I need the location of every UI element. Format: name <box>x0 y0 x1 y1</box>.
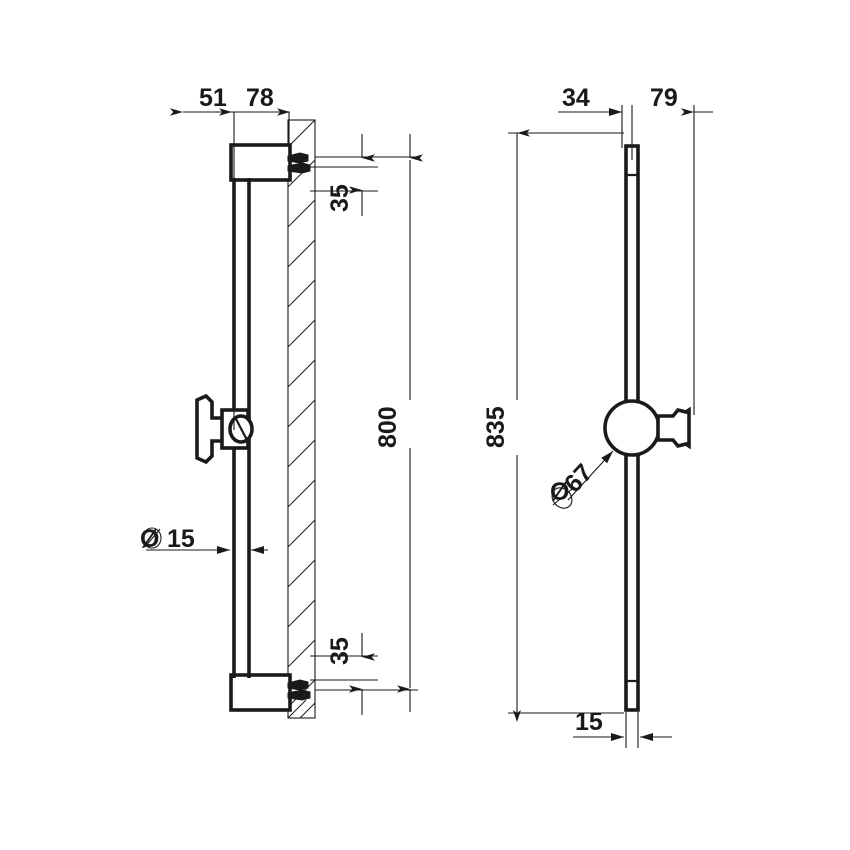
dimension-34-label: 34 <box>562 84 590 112</box>
top-mounting-bracket <box>229 143 292 182</box>
dimension-51: 51 <box>170 84 248 430</box>
dimension-835: 835 <box>482 129 624 722</box>
dimension-800-label: 800 <box>374 406 402 448</box>
slider-holder-front <box>603 399 691 457</box>
wall-section <box>287 119 316 719</box>
dimension-79: 79 <box>631 84 713 415</box>
dimension-35-bottom: 35 <box>310 633 378 715</box>
dimension-35-bottom-label: 35 <box>326 637 354 665</box>
side-section-view: 51 78 35 <box>142 84 423 719</box>
dimension-78: 78 <box>219 84 290 148</box>
top-wall-anchor <box>287 152 311 174</box>
dimension-835-label: 835 <box>482 406 510 448</box>
dimension-79-label: 79 <box>650 84 678 112</box>
slider-holder-side <box>195 393 254 465</box>
front-elevation-view: 34 79 835 6 <box>482 84 713 748</box>
dimension-800: 800 <box>372 134 423 712</box>
dimension-15-label: 15 <box>167 525 195 553</box>
diameter-symbol-15: Ø <box>140 525 159 553</box>
dimension-78-label: 78 <box>246 84 274 112</box>
bottom-mounting-bracket <box>229 673 292 712</box>
wall-hatching <box>287 119 316 719</box>
dimension-diameter-15: 15 <box>142 525 268 554</box>
dimension-34: 34 <box>558 84 623 148</box>
bottom-wall-anchor <box>287 679 311 701</box>
dimension-35-top-label: 35 <box>326 184 354 212</box>
diameter-symbol-67: Ø <box>550 478 569 506</box>
dimension-15-bottom-label: 15 <box>575 708 603 736</box>
dimension-51-label: 51 <box>199 84 227 112</box>
dimension-35-top: 35 <box>310 134 378 216</box>
dimension-15-bottom: 15 <box>573 708 672 748</box>
